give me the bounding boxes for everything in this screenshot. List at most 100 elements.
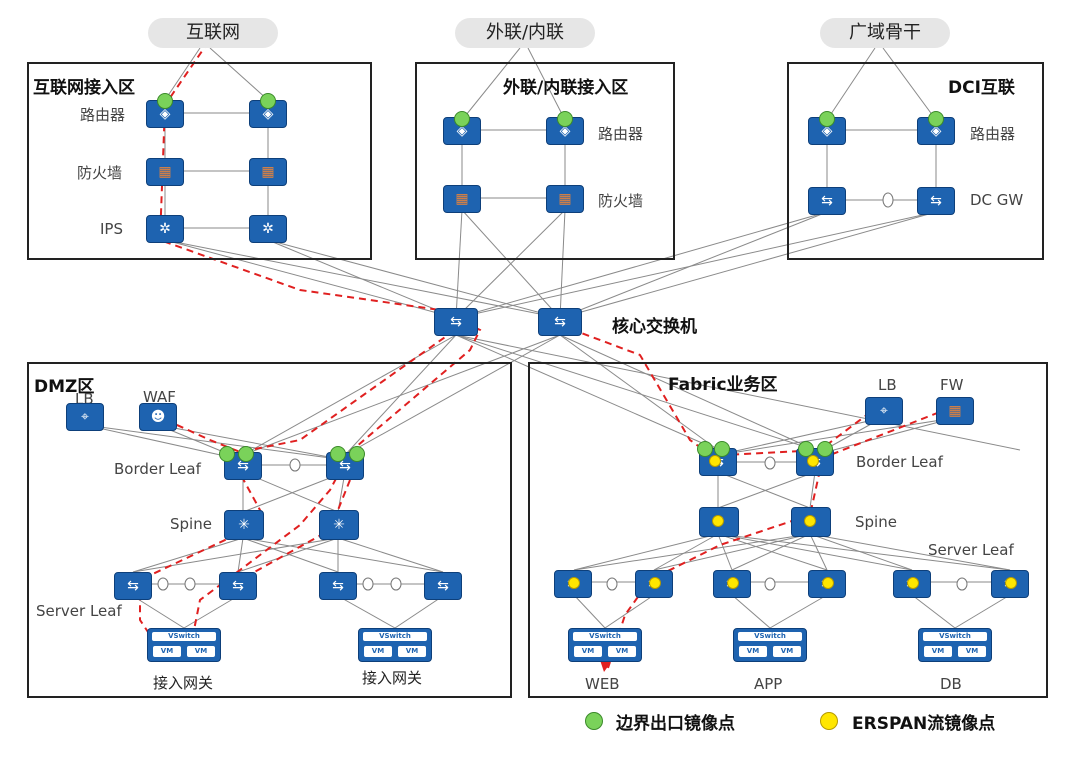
vm-icon: VM <box>187 646 215 657</box>
ips-label: IPS <box>100 220 123 238</box>
vm-icon: VM <box>398 646 426 657</box>
dmz-spine-label: Spine <box>170 515 212 533</box>
vswitch-text: VSwitch <box>573 632 637 641</box>
vm-icon: VM <box>958 646 986 657</box>
vm-icon: VM <box>924 646 952 657</box>
green-mirror-point <box>260 93 276 109</box>
legend-yellow-label: ERSPAN流镜像点 <box>852 714 996 734</box>
firewall-icon: ▦ <box>546 185 584 213</box>
internet-access-zone-title: 互联网接入区 <box>33 78 135 98</box>
load-balancer-icon: ⌖ <box>865 397 903 425</box>
fabric-server-leaf-label: Server Leaf <box>928 541 1014 559</box>
vswitch-icon: VSwitch VM VM <box>358 628 432 662</box>
green-mirror-point <box>714 441 730 457</box>
firewall-label: 防火墙 <box>598 192 644 210</box>
wan-cloud: 广域骨干 <box>820 18 950 48</box>
extranet-cloud-label: 外联/内联 <box>485 22 565 43</box>
yellow-erspan-point <box>807 455 819 467</box>
server-leaf-icon: ⇆ <box>219 572 257 600</box>
spine-icon: ✳ <box>319 510 359 540</box>
yellow-erspan-point <box>709 455 721 467</box>
firewall-icon: ▦ <box>146 158 184 186</box>
yellow-erspan-point <box>649 577 661 589</box>
fabric-zone <box>528 362 1048 698</box>
green-mirror-point <box>157 93 173 109</box>
app-label: APP <box>754 675 783 693</box>
router-label: 路由器 <box>80 106 126 124</box>
legend-green-swatch <box>585 712 603 730</box>
ips-icon: ✲ <box>146 215 184 243</box>
db-label: DB <box>940 675 962 693</box>
green-mirror-point <box>219 446 235 462</box>
green-mirror-point <box>928 111 944 127</box>
yellow-erspan-point <box>712 515 724 527</box>
core-switch-icon: ⇆ <box>434 308 478 336</box>
yellow-erspan-point <box>822 577 834 589</box>
fabric-fw-label: FW <box>940 376 964 394</box>
vswitch-icon: VSwitch VM VM <box>733 628 807 662</box>
vm-icon: VM <box>773 646 801 657</box>
switch-icon: ⇆ <box>808 187 846 215</box>
green-mirror-point <box>238 446 254 462</box>
yellow-erspan-point <box>568 577 580 589</box>
server-leaf-icon: ⇆ <box>424 572 462 600</box>
legend-green-label: 边界出口镜像点 <box>616 714 735 734</box>
vswitch-text: VSwitch <box>152 632 216 641</box>
server-leaf-icon: ⇆ <box>114 572 152 600</box>
fabric-zone-title: Fabric业务区 <box>668 375 778 395</box>
firewall-icon: ▦ <box>936 397 974 425</box>
firewall-label: 防火墙 <box>77 164 123 182</box>
vm-icon: VM <box>364 646 392 657</box>
vswitch-icon: VSwitch VM VM <box>568 628 642 662</box>
extranet-access-zone <box>415 62 675 260</box>
gateway-label: 接入网关 <box>153 674 214 692</box>
green-mirror-point <box>817 441 833 457</box>
ips-icon: ✲ <box>249 215 287 243</box>
web-label: WEB <box>585 675 620 693</box>
extranet-access-zone-title: 外联/内联接入区 <box>503 78 629 98</box>
internet-cloud-label: 互联网 <box>186 22 240 43</box>
vswitch-text: VSwitch <box>363 632 427 641</box>
green-mirror-point <box>349 446 365 462</box>
vm-icon: VM <box>739 646 767 657</box>
dmz-border-leaf-label: Border Leaf <box>114 460 201 478</box>
load-balancer-icon: ⌖ <box>66 403 104 431</box>
router-label: 路由器 <box>970 125 1016 143</box>
fabric-lb-label: LB <box>878 376 897 394</box>
vswitch-icon: VSwitch VM VM <box>147 628 221 662</box>
vm-icon: VM <box>608 646 636 657</box>
vm-icon: VM <box>574 646 602 657</box>
dmz-zone <box>27 362 512 698</box>
dmz-server-leaf-label: Server Leaf <box>36 602 122 620</box>
wan-cloud-label: 广域骨干 <box>849 22 921 43</box>
firewall-icon: ▦ <box>249 158 287 186</box>
yellow-erspan-point <box>1005 577 1017 589</box>
spine-icon: ✳ <box>224 510 264 540</box>
firewall-icon: ▦ <box>443 185 481 213</box>
server-leaf-icon: ⇆ <box>319 572 357 600</box>
green-mirror-point <box>330 446 346 462</box>
green-mirror-point <box>697 441 713 457</box>
router-label: 路由器 <box>598 125 644 143</box>
internet-cloud: 互联网 <box>148 18 278 48</box>
switch-icon: ⇆ <box>917 187 955 215</box>
core-switch-label: 核心交换机 <box>612 317 697 337</box>
internet-access-zone <box>27 62 372 260</box>
dmz-waf-label: WAF <box>143 388 176 406</box>
green-mirror-point <box>557 111 573 127</box>
yellow-erspan-point <box>804 515 816 527</box>
fabric-border-leaf-label: Border Leaf <box>856 453 943 471</box>
vswitch-icon: VSwitch VM VM <box>918 628 992 662</box>
vm-icon: VM <box>153 646 181 657</box>
dmz-zone-title: DMZ区 <box>34 377 95 397</box>
fabric-spine-label: Spine <box>855 513 897 531</box>
dci-zone-title: DCI互联 <box>948 78 1015 98</box>
green-mirror-point <box>798 441 814 457</box>
dc-gw-label: DC GW <box>970 191 1024 209</box>
legend-yellow-swatch <box>820 712 838 730</box>
extranet-cloud: 外联/内联 <box>455 18 595 48</box>
yellow-erspan-point <box>907 577 919 589</box>
core-switch-icon: ⇆ <box>538 308 582 336</box>
green-mirror-point <box>819 111 835 127</box>
dci-zone <box>787 62 1044 260</box>
